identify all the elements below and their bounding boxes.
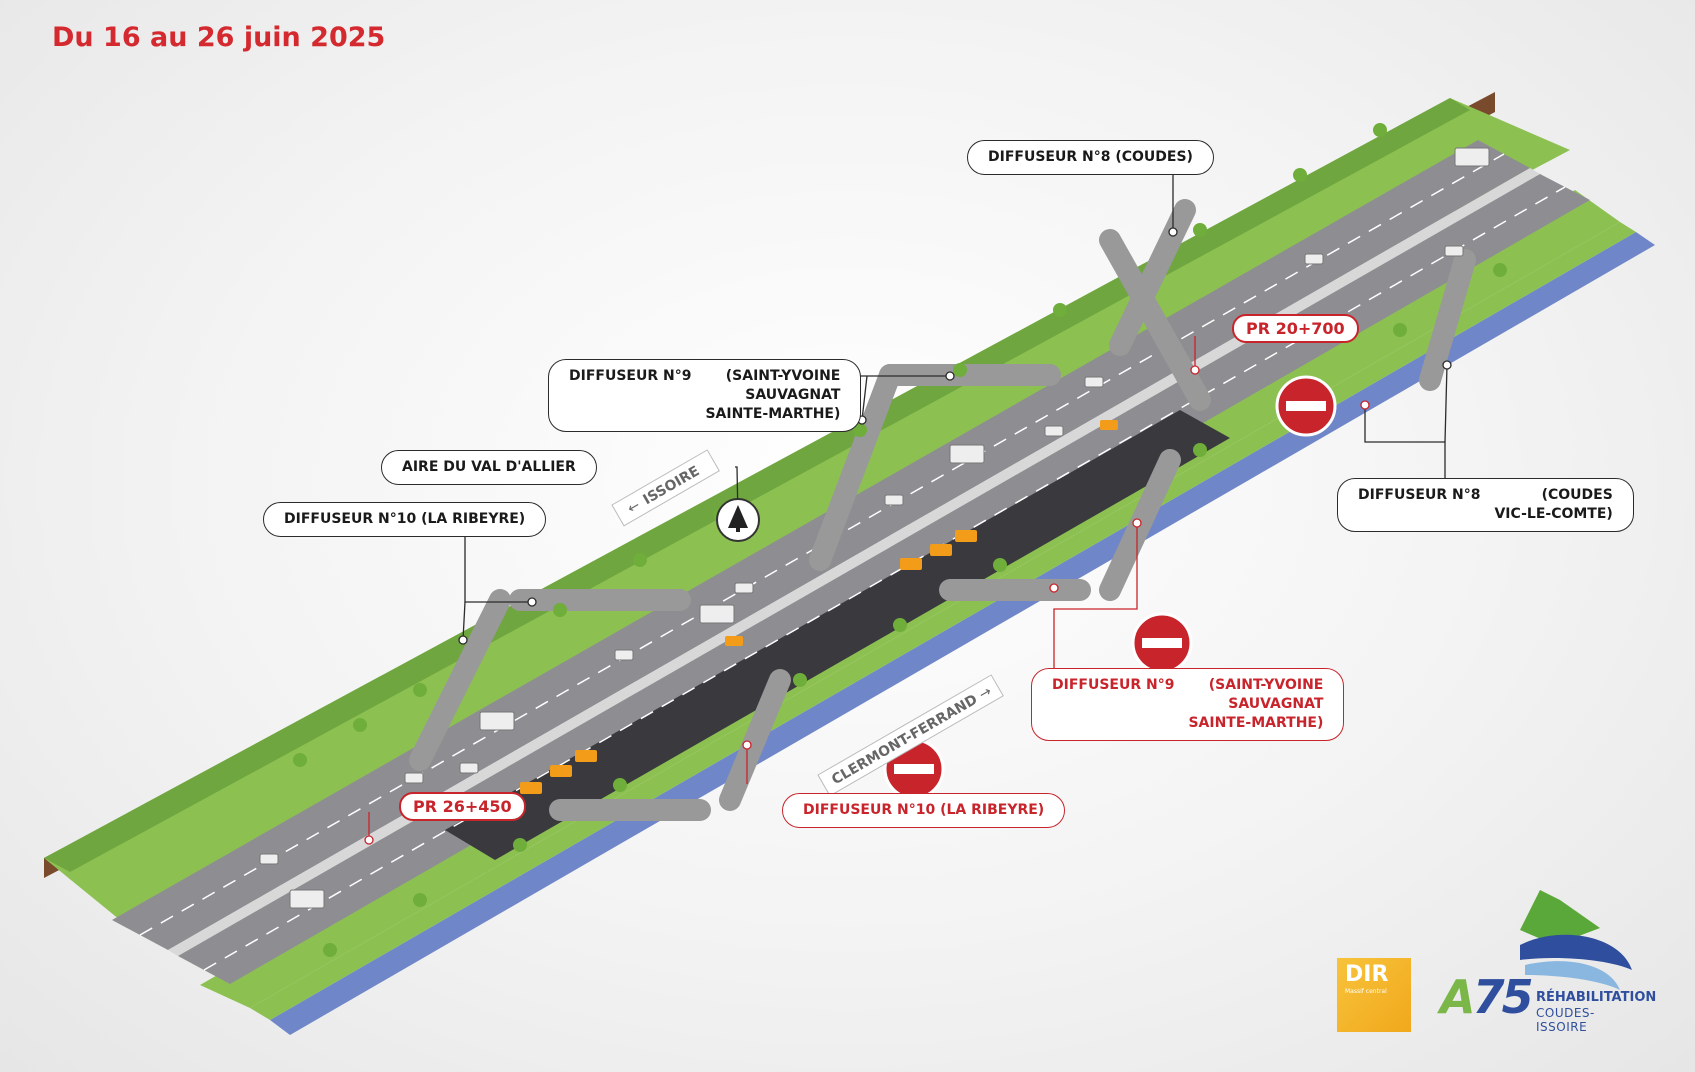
leader-lines-red — [368, 336, 1196, 840]
callout-diffuseur-8-right: DIFFUSEUR N°8 (COUDES VIC-LE-COMTE) — [1337, 478, 1634, 532]
a75-logo: A75 RÉHABILITATION COUDES-ISSOIRE — [1438, 890, 1656, 1040]
callout-diffuseur-8-top: DIFFUSEUR N°8 (COUDES) — [967, 140, 1214, 175]
carriageway-east — [178, 174, 1590, 984]
rest-area-tree-icon — [716, 498, 760, 542]
callout-diffuseur-10-closed: DIFFUSEUR N°10 (LA RIBEYRE) — [782, 793, 1066, 828]
trees — [293, 123, 1507, 957]
callout-detail: (SAINT-YVOINE SAUVAGNAT SAINTE-MARTHE) — [1188, 677, 1324, 731]
dir-logo-text: DIR — [1345, 962, 1389, 987]
callout-name: DIFFUSEUR N°9 — [569, 368, 692, 384]
river-bank — [250, 222, 1636, 1020]
a75-logo-mark — [1520, 890, 1632, 990]
page-title: Du 16 au 26 juin 2025 — [52, 22, 386, 53]
callout-label: DIFFUSEUR N°8 (COUDES) — [988, 149, 1193, 165]
worksite-section — [445, 410, 1230, 860]
no-entry-sign-icon — [1275, 375, 1337, 437]
callout-label: DIFFUSEUR N°10 (LA RIBEYRE) — [284, 511, 526, 527]
pr-label: PR 20+700 — [1246, 319, 1345, 338]
callout-name: DIFFUSEUR N°8 — [1358, 487, 1481, 503]
callout-name: DIFFUSEUR N°9 — [1052, 677, 1175, 693]
median — [168, 168, 1540, 956]
leader-dots — [458, 227, 1452, 645]
work-machines — [520, 420, 1118, 794]
callout-diffuseur-9-closed: DIFFUSEUR N°9 (SAINT-YVOINE SAUVAGNAT SA… — [1031, 668, 1345, 741]
callout-diffuseur-9-top: DIFFUSEUR N°9 (SAINT-YVOINE SAUVAGNAT SA… — [548, 359, 862, 432]
pr-marker-north: PR 20+700 — [1232, 314, 1359, 343]
callout-diffuseur-10-top: DIFFUSEUR N°10 (LA RIBEYRE) — [263, 502, 547, 537]
no-entry-sign-icon — [1131, 612, 1193, 674]
pr-marker-south: PR 26+450 — [399, 792, 526, 821]
callout-detail: (SAINT-YVOINE SAUVAGNAT SAINTE-MARTHE) — [705, 368, 841, 422]
a75-line1: RÉHABILITATION — [1536, 990, 1657, 1005]
callout-aire-val-allier: AIRE DU VAL D'ALLIER — [381, 450, 597, 485]
a75-mark: A75 — [1440, 970, 1534, 1024]
dir-logo-subtitle: Massif central — [1345, 988, 1387, 995]
callout-label: AIRE DU VAL D'ALLIER — [402, 459, 576, 475]
callout-label: DIFFUSEUR N°10 (LA RIBEYRE) — [803, 802, 1045, 818]
vehicles — [259, 147, 1490, 909]
pr-label: PR 26+450 — [413, 797, 512, 816]
grass-west-dark — [44, 98, 1470, 872]
leader-dots-red — [364, 365, 1370, 845]
a75-line2: COUDES-ISSOIRE — [1536, 1006, 1595, 1034]
overpass-diffuseur-10 — [409, 589, 791, 821]
dir-logo: DIR Massif central — [1337, 958, 1411, 1032]
grass-west — [44, 98, 1570, 920]
callout-detail: (COUDES VIC-LE-COMTE) — [1494, 487, 1613, 522]
